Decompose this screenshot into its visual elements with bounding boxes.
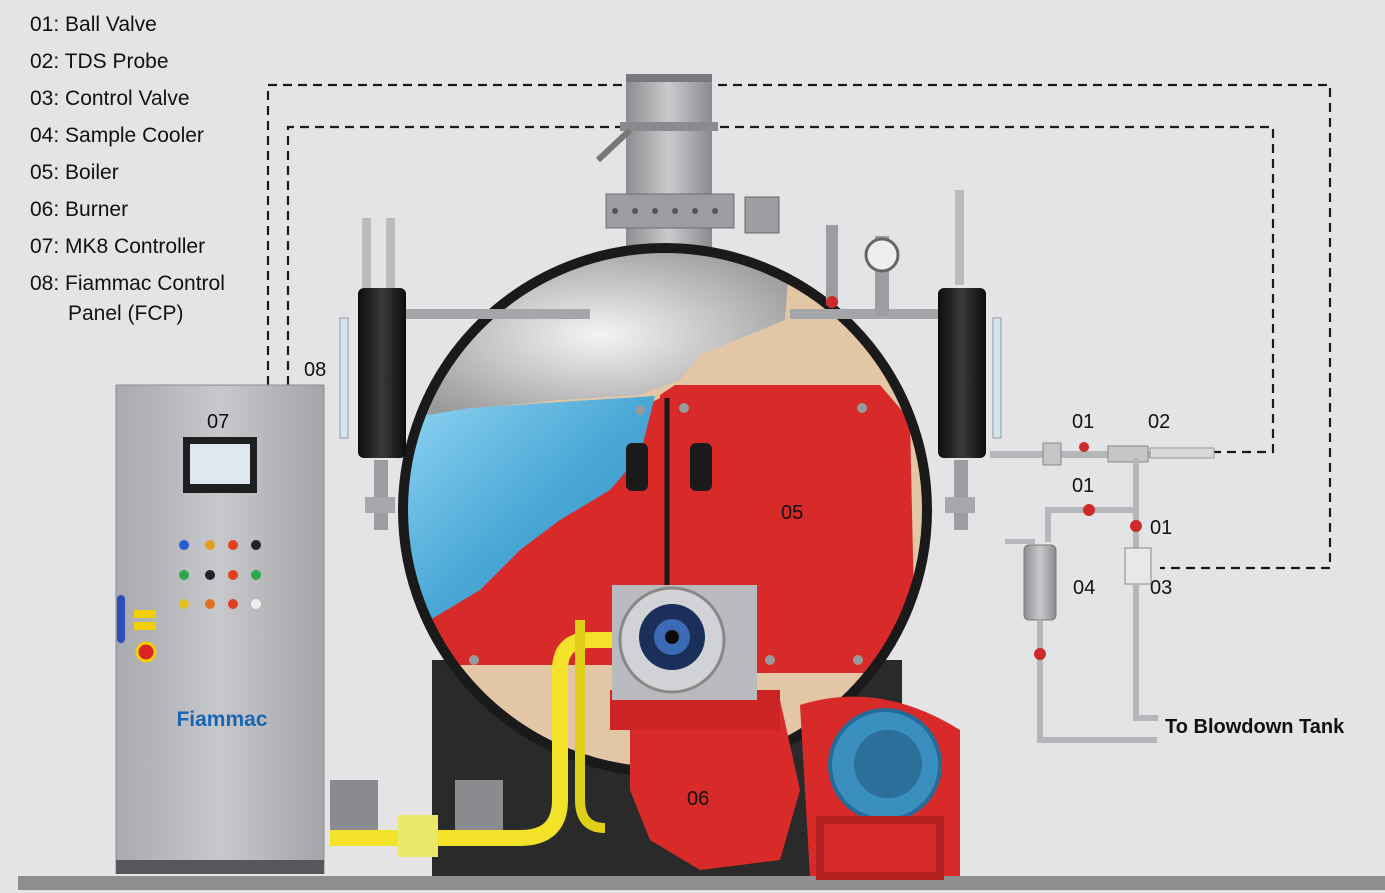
callout-control-valve: 03 <box>1150 577 1172 599</box>
ball-valve-icon-cooler <box>1034 648 1046 660</box>
callout-sample-cooler: 04 <box>1073 577 1095 599</box>
legend-item-02: 02: TDS Probe <box>30 50 169 73</box>
control-valve-icon <box>1124 547 1152 585</box>
emergency-stop-icon <box>135 641 157 663</box>
callout-ball-valve-right: 01 <box>1150 517 1172 539</box>
ball-valve-icon-mid <box>1083 504 1095 516</box>
gas-valves <box>330 780 503 857</box>
legend-item-08-line1: 08: Fiammac Control <box>30 272 225 295</box>
callout-ball-valve-top: 01 <box>1072 411 1094 433</box>
tds-probe-icon <box>1149 447 1215 459</box>
floor-line <box>18 876 1385 890</box>
callout-controller: 07 <box>207 411 229 433</box>
callouts: 07 08 05 06 01 02 01 01 04 03 To Blowdow… <box>207 359 1345 810</box>
pressure-gauge-icon <box>864 237 900 273</box>
callout-panel: 08 <box>304 359 326 381</box>
burner <box>610 585 960 880</box>
callout-burner: 06 <box>687 788 709 810</box>
legend-item-08-line2: Panel (FCP) <box>68 302 184 325</box>
control-panel-cabinet: Fiammac <box>115 384 325 874</box>
door-handle-icon <box>117 595 125 643</box>
brand-logo-text: Fiammac <box>176 708 267 731</box>
tds-pipework <box>990 442 1215 743</box>
legend-item-04: 04: Sample Cooler <box>30 124 204 147</box>
level-column-left <box>339 218 406 530</box>
sample-cooler-icon <box>1023 544 1057 621</box>
panel-indicator-lights <box>179 540 261 609</box>
legend: 01: Ball Valve 02: TDS Probe 03: Control… <box>30 13 225 325</box>
legend-item-05: 05: Boiler <box>30 161 119 184</box>
callout-ball-valve-mid: 01 <box>1072 475 1094 497</box>
callout-boiler: 05 <box>781 502 803 524</box>
top-pipework <box>380 225 960 319</box>
valve-handle-icon <box>826 296 838 308</box>
legend-item-06: 06: Burner <box>30 198 128 221</box>
legend-item-07: 07: MK8 Controller <box>30 235 205 258</box>
level-column-right <box>938 190 1002 530</box>
legend-item-03: 03: Control Valve <box>30 87 190 110</box>
ball-valve-icon-top <box>1079 442 1089 452</box>
legend-item-01: 01: Ball Valve <box>30 13 157 36</box>
ball-valve-icon-right <box>1130 520 1142 532</box>
gas-train <box>330 620 612 846</box>
callout-tds-probe: 02 <box>1148 411 1170 433</box>
blowdown-tank-label: To Blowdown Tank <box>1165 716 1345 738</box>
signal-wiring <box>266 83 1332 570</box>
